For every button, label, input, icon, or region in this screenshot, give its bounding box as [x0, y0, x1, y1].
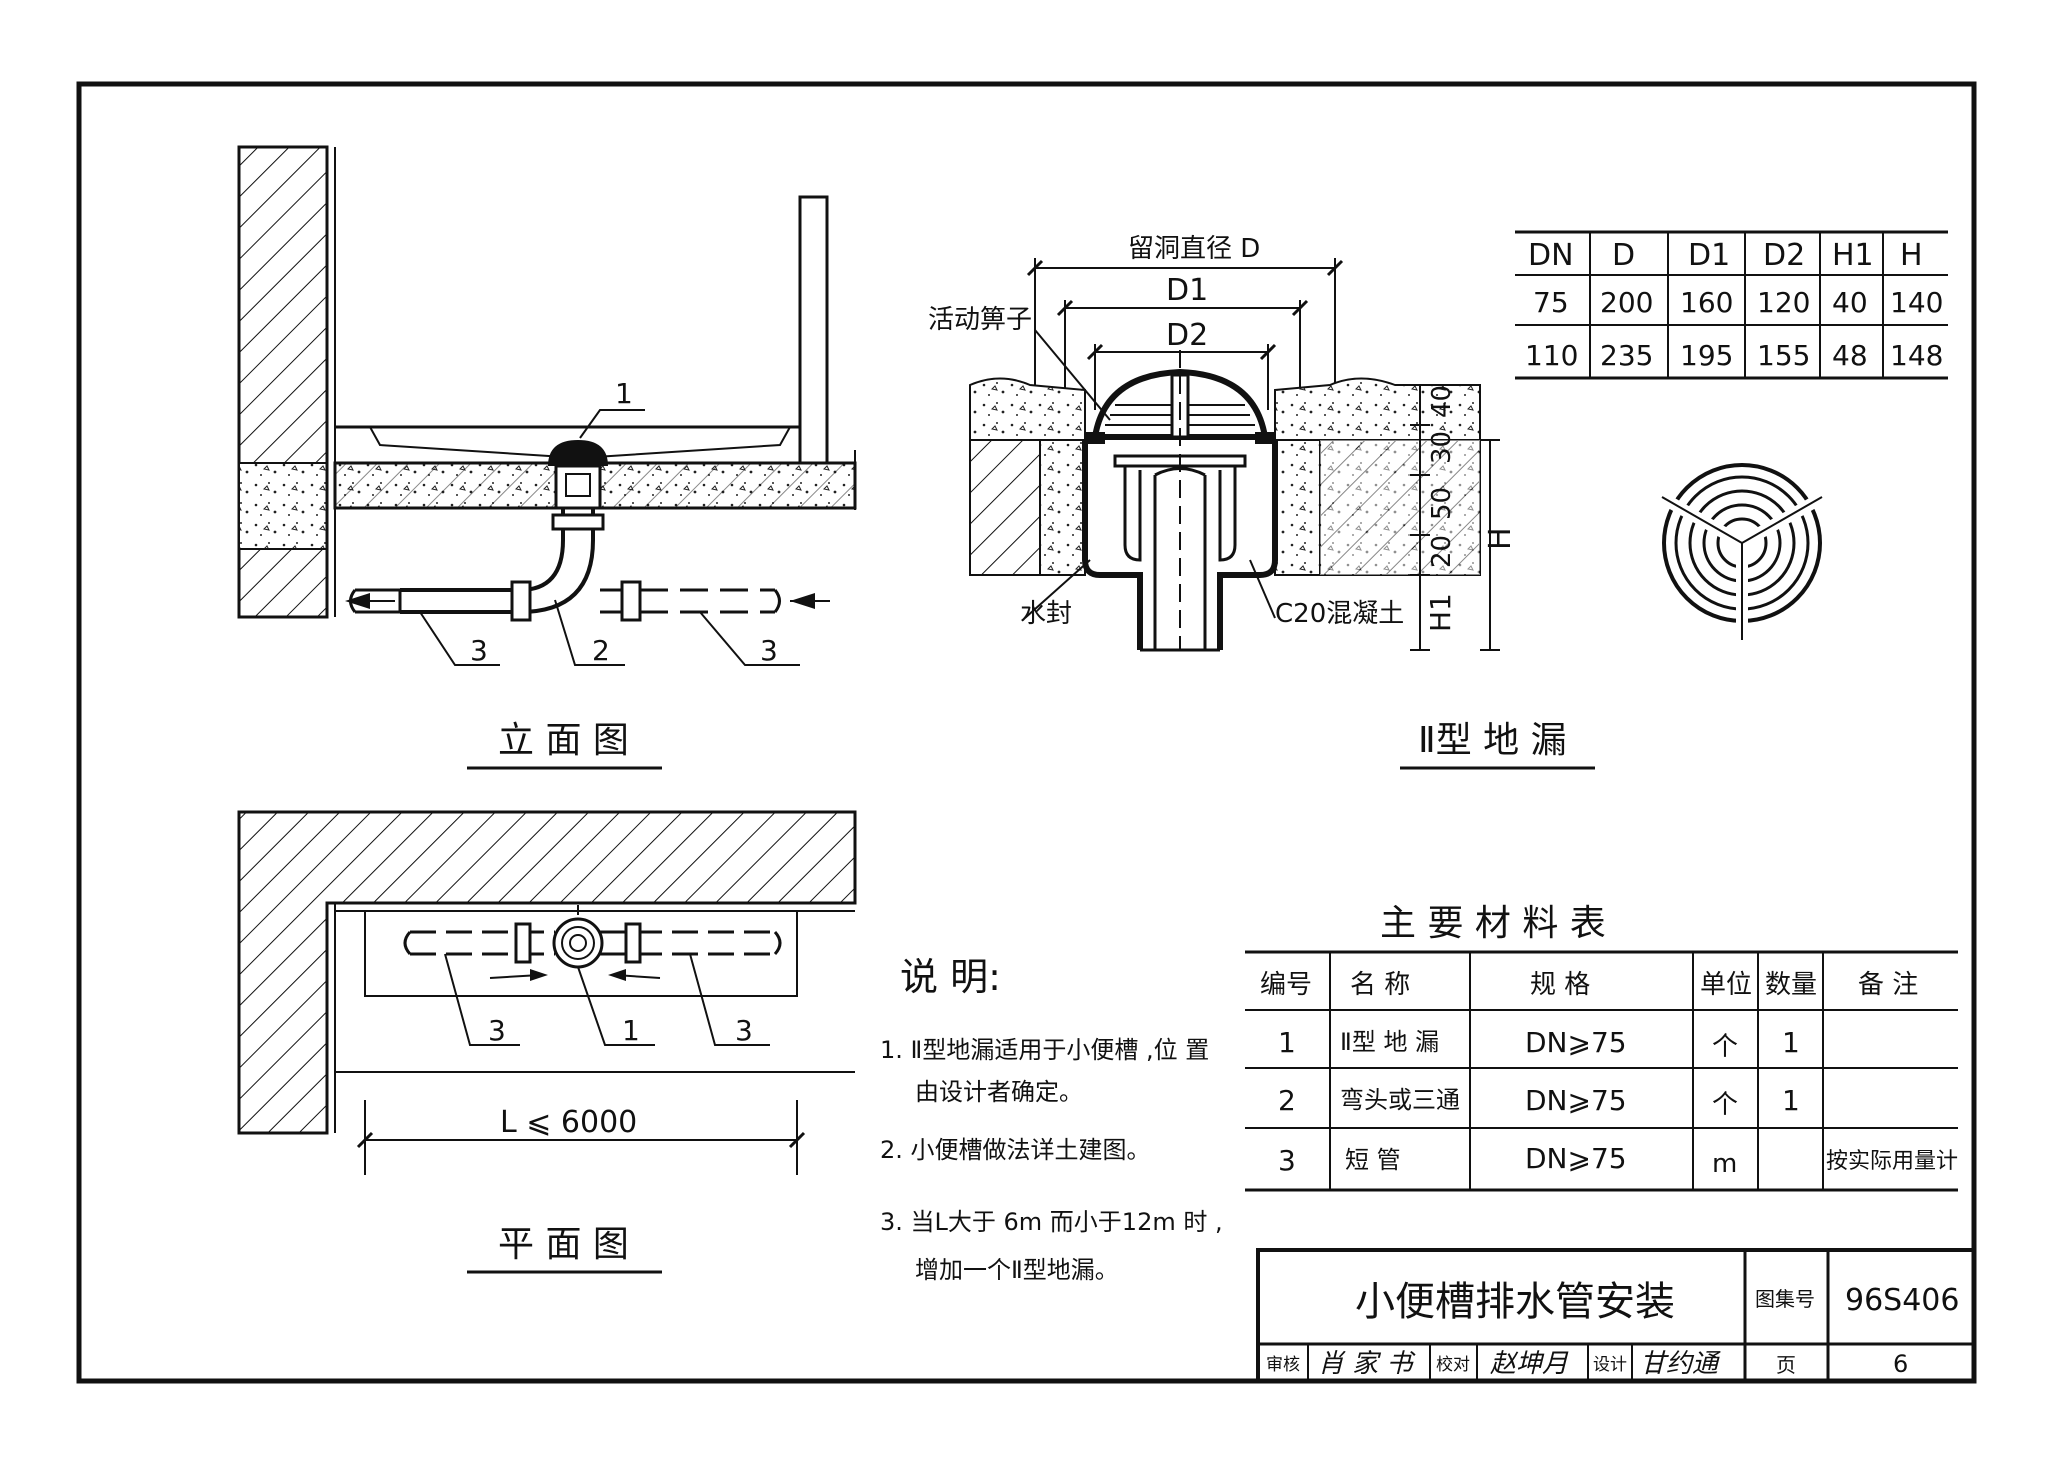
dim-table-cell: 160 [1680, 286, 1733, 319]
plan-view [237, 810, 857, 1175]
materials-cell: 3 [1278, 1144, 1296, 1177]
dim-table-cell: 75 [1533, 286, 1569, 319]
d2-label: D2 [1166, 318, 1208, 353]
water-seal-label: 水封 [1020, 599, 1072, 629]
dim-50: 50 [1427, 487, 1457, 520]
sheet-border [76, 81, 1977, 1384]
materials-cell: 2 [1278, 1084, 1296, 1117]
h1-label: H1 [1424, 593, 1457, 632]
materials-cell: 个 [1712, 1090, 1738, 1120]
elevation-callout-3-right: 3 [760, 634, 778, 667]
plan-callout-3-left: 3 [488, 1014, 506, 1047]
plan-length-label: L ⩽ 6000 [500, 1105, 637, 1140]
grate-plan-icon [1661, 463, 1823, 640]
materials-header-qty: 数量 [1765, 970, 1817, 1000]
note-line-3b: 增加一个Ⅱ型地漏。 [915, 1256, 1119, 1284]
designer-signature: 甘约通 [1640, 1349, 1721, 1379]
dim-table-cell: 48 [1832, 339, 1868, 372]
dim-table-cell: 148 [1890, 339, 1943, 372]
materials-title: 主 要 材 料 表 [1380, 903, 1606, 944]
design-label: 设计 [1593, 1355, 1627, 1375]
dim-table-cell: 200 [1600, 286, 1653, 319]
checker-signature: 赵坤月 [1490, 1349, 1569, 1379]
review-label: 审核 [1266, 1355, 1300, 1375]
elevation-callout-1: 1 [615, 377, 633, 410]
note-line-1: 1. Ⅱ型地漏适用于小便槽 ,位 置 [880, 1036, 1209, 1064]
note-line-1b: 由设计者确定。 [915, 1078, 1083, 1106]
dim-table-header-d2: D2 [1763, 238, 1805, 273]
materials-header-spec: 规 格 [1530, 970, 1590, 1000]
materials-header-unit: 单位 [1700, 970, 1752, 1000]
page-no: 6 [1893, 1350, 1908, 1378]
materials-cell: 个 [1712, 1032, 1738, 1062]
dim-table-cell: 195 [1680, 339, 1733, 372]
h-label: H [1483, 527, 1518, 550]
materials-header-remark: 备 注 [1858, 970, 1918, 1000]
notes-heading: 说 明: [900, 955, 1001, 999]
elevation-title: 立 面 图 [498, 720, 629, 761]
title-block [1256, 1248, 1976, 1383]
plan-callout-1: 1 [622, 1014, 640, 1047]
materials-cell: 按实际用量计 [1826, 1149, 1958, 1174]
drain-section-title: Ⅱ型 地 漏 [1418, 720, 1567, 761]
dim-table-cell: 235 [1600, 339, 1653, 372]
floor-drain-section [969, 258, 1500, 652]
dim-table-cell: 140 [1890, 286, 1943, 319]
materials-cell: 1 [1278, 1026, 1296, 1059]
drawing-title: 小便槽排水管安装 [1355, 1279, 1675, 1325]
dim-table-header-h1: H1 [1832, 238, 1874, 273]
dim-table-cell: 110 [1525, 339, 1578, 372]
atlas-no: 96S406 [1845, 1283, 1959, 1318]
plan-callout-3-right: 3 [735, 1014, 753, 1047]
note-line-3: 3. 当L大于 6m 而小于12m 时 , [880, 1208, 1223, 1236]
note-line-2: 2. 小便槽做法详土建图。 [880, 1136, 1151, 1164]
dim-20: 20 [1427, 535, 1457, 568]
elevation-view [237, 145, 857, 666]
dim-table-header-h: H [1900, 238, 1923, 273]
dimension-table [1515, 230, 1948, 380]
dim-table-cell: 155 [1757, 339, 1810, 372]
materials-cell: DN⩾75 [1525, 1142, 1627, 1175]
atlas-no-label: 图集号 [1755, 1287, 1815, 1311]
dim-table-cell: 120 [1757, 286, 1810, 319]
dim-40: 40 [1427, 385, 1457, 418]
materials-cell: DN⩾75 [1525, 1026, 1627, 1059]
dim-table-header-dn: DN [1528, 238, 1574, 273]
materials-cell: 1 [1782, 1026, 1800, 1059]
reviewer-signature: 肖 家 书 [1318, 1349, 1417, 1379]
materials-cell: 1 [1782, 1084, 1800, 1117]
grate-label: 活动箅子 [928, 305, 1032, 335]
elevation-callout-2: 2 [592, 634, 610, 667]
dim-table-header-d: D [1612, 238, 1635, 273]
check-label: 校对 [1436, 1355, 1470, 1375]
materials-header-name: 名 称 [1350, 970, 1410, 1000]
materials-cell: 弯头或三通 [1340, 1086, 1460, 1114]
materials-header-no: 编号 [1260, 970, 1312, 1000]
page-label: 页 [1776, 1353, 1796, 1377]
dim-30: 30 [1427, 431, 1457, 464]
dim-table-header-d1: D1 [1688, 238, 1730, 273]
d1-label: D1 [1166, 273, 1208, 308]
materials-cell: 短 管 [1345, 1146, 1401, 1174]
materials-cell: DN⩾75 [1525, 1084, 1627, 1117]
materials-cell: m [1712, 1149, 1737, 1179]
materials-cell: Ⅱ型 地 漏 [1340, 1028, 1439, 1056]
callout-leader [579, 409, 645, 439]
plan-title: 平 面 图 [498, 1224, 629, 1265]
concrete-label: C20混凝土 [1275, 599, 1404, 629]
elevation-callout-3-left: 3 [470, 634, 488, 667]
dim-table-cell: 40 [1832, 286, 1868, 319]
materials-table [1245, 950, 1958, 1192]
hole-diameter-label: 留洞直径 D [1128, 234, 1260, 264]
